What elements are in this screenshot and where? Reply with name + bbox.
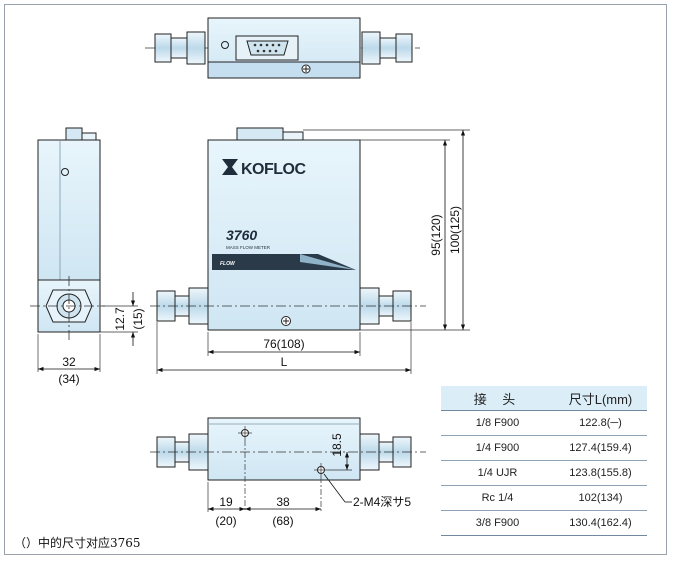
dim-center-height-lines bbox=[100, 292, 138, 346]
table-cell: 123.8(155.8) bbox=[554, 460, 647, 486]
table-cell: 127.4(159.4) bbox=[554, 435, 647, 461]
table-row: 3/8 F900 130.4(162.4) bbox=[441, 510, 647, 536]
table-cell: 102(134) bbox=[554, 485, 647, 511]
dim-mounting-holes: 2-M4深サ5 bbox=[353, 495, 411, 509]
top-view bbox=[145, 17, 420, 79]
side-view bbox=[30, 127, 105, 372]
dim-hole-x1-alt: (20) bbox=[215, 514, 236, 528]
table-cell: 122.8(─) bbox=[554, 410, 647, 436]
dim-hole-x2-alt: (68) bbox=[272, 514, 293, 528]
dim-body-length: 76(108) bbox=[263, 337, 304, 351]
dim-side-width-alt: (34) bbox=[58, 372, 79, 386]
dim-height-lines bbox=[303, 129, 470, 331]
table-row: 1/8 F900 122.8(─) bbox=[441, 410, 647, 436]
dim-height: 95(120) bbox=[429, 214, 443, 255]
table-row: Rc 1/4 102(134) bbox=[441, 485, 647, 511]
brand-logo: KOFLOC bbox=[241, 161, 306, 178]
table-cell: 1/8 F900 bbox=[441, 410, 554, 436]
dim-side-width: 32 bbox=[62, 355, 76, 369]
table-cell: 3/8 F900 bbox=[441, 510, 554, 536]
table-cell: Rc 1/4 bbox=[441, 485, 554, 511]
dim-center-height-alt: (15) bbox=[131, 308, 145, 329]
dim-hole-offset: 18.5 bbox=[330, 433, 344, 457]
dim-overall-length: L bbox=[281, 355, 288, 369]
footnote: （）中的尺寸对应3765 bbox=[14, 536, 141, 550]
bottom-view bbox=[150, 417, 426, 512]
dim-center-height: 12.7 bbox=[113, 307, 127, 331]
model-number: 3760 bbox=[226, 227, 257, 243]
table-row: 1/4 UJR 123.8(155.8) bbox=[441, 460, 647, 486]
table-cell: 130.4(162.4) bbox=[554, 510, 647, 536]
product-name: MASS FLOW METER bbox=[226, 245, 271, 250]
table-header-row: 接 头 尺寸L(mm) bbox=[441, 386, 647, 411]
table-cell: 1/4 UJR bbox=[441, 460, 554, 486]
front-view bbox=[150, 127, 426, 331]
drawing-frame bbox=[4, 4, 667, 555]
table-header: 尺寸L(mm) bbox=[554, 386, 647, 411]
dim-length-lines bbox=[156, 322, 412, 374]
table-cell: 1/4 F900 bbox=[441, 435, 554, 461]
table-row: 1/4 F900 127.4(159.4) bbox=[441, 435, 647, 461]
table-header: 接 头 bbox=[441, 386, 554, 411]
dim-hole-x2: 38 bbox=[276, 495, 290, 509]
flow-label: FLOW bbox=[220, 261, 236, 267]
dim-hole-x1: 19 bbox=[219, 495, 233, 509]
dim-height-overall: 100(125) bbox=[448, 206, 462, 254]
fitting-table: 接 头 尺寸L(mm) 1/8 F900 122.8(─) 1/4 F900 1… bbox=[441, 386, 647, 536]
